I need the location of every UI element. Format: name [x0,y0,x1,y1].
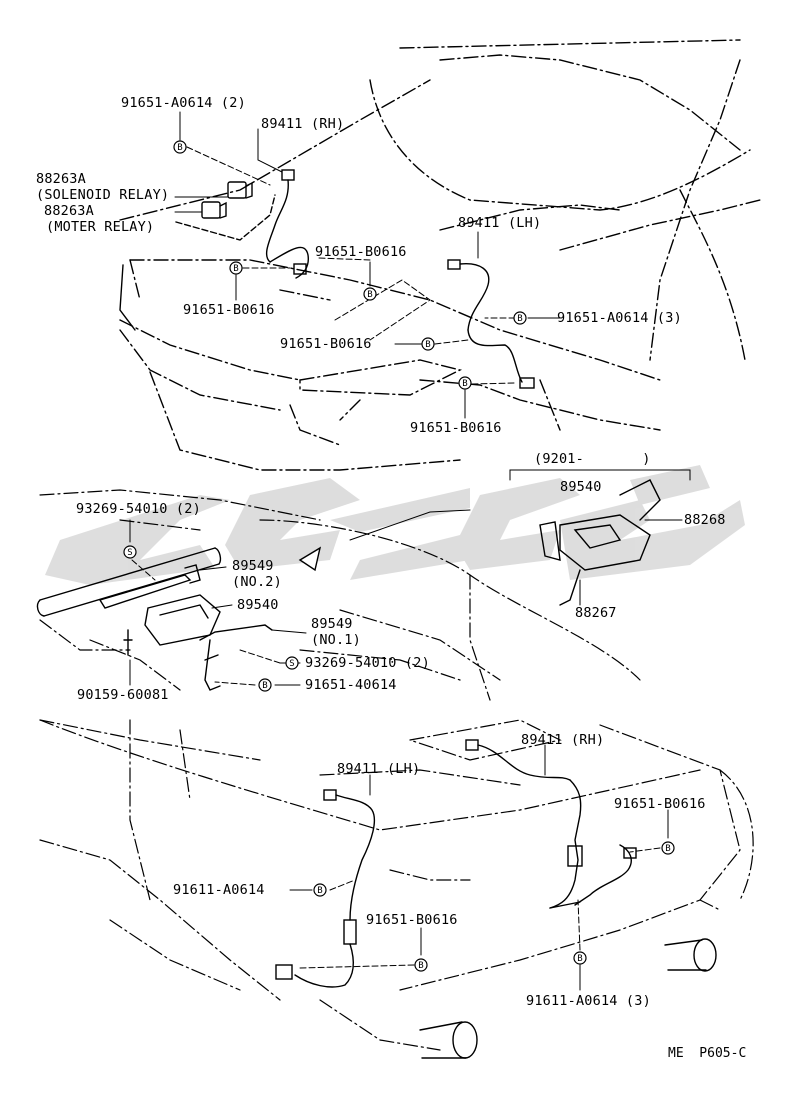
part-label-89411-rh-rear: 89411 (RH) [521,732,605,748]
rear-rh-sensor-head-icon [574,844,637,906]
svg-text:B: B [517,314,522,324]
part-label-93269-54010-bottom: 93269-54010 (2) [305,655,430,671]
bolt-marker-icon: B [313,883,327,897]
part-label-89411-lh-rear: 89411 (LH) [337,761,421,777]
screw-icon [123,629,133,656]
front-rh-speed-sensor-icon [266,169,310,279]
part-label-91651-b0616-b: 91651-B0616 [183,302,275,318]
part-label-88268: 88268 [684,512,726,528]
abs-actuator-icon [539,479,661,606]
svg-text:B: B [177,143,182,153]
part-label-88263a-moter: 88263A [44,203,94,219]
screw-marker-icon: S [123,545,137,559]
part-label-9201: (9201- ) [534,451,651,467]
svg-text:B: B [462,379,467,389]
bolt-marker-icon: B [573,951,587,965]
part-label-91651-b0616-rear-right: 91651-B0616 [614,796,706,812]
part-label-91651-b0616-a: 91651-B0616 [315,244,407,260]
part-label-89549-no2: 89549 [232,558,274,574]
svg-text:B: B [425,340,430,350]
part-label-91651-a0614-2: 91651-A0614 (2) [121,95,246,111]
part-label-93269-54010-top: 93269-54010 (2) [76,501,201,517]
part-label-88263a-solenoid: 88263A [36,171,86,187]
part-label-91651-b0616-d: 91651-B0616 [410,420,502,436]
part-label-88267: 88267 [575,605,617,621]
moter-relay-icon [201,201,227,219]
svg-text:B: B [665,844,670,854]
ecu-bracket-no1-icon [199,624,273,691]
svg-text:B: B [367,290,372,300]
bolt-marker-icon: B [661,841,675,855]
front-lh-speed-sensor-icon [447,259,535,389]
bolt-marker-icon: B [363,287,377,301]
svg-text:B: B [233,264,238,274]
svg-text:B: B [577,954,582,964]
ecu-group-bracket [509,469,691,481]
part-label-89411-rh-front: 89411 (RH) [261,116,345,132]
watermark-logo [45,465,745,585]
part-label-89540-ecu: 89540 [237,597,279,613]
svg-text:B: B [317,886,322,896]
part-name-moter-relay: (MOTER RELAY) [46,219,155,235]
ecu-icon [144,594,221,646]
part-label-91651-40614: 91651-40614 [305,677,397,693]
bolt-marker-icon: B [513,311,527,325]
part-label-89549-no1: 89549 [311,616,353,632]
screw-marker-icon: S [285,656,299,670]
bolt-marker-icon: B [173,140,187,154]
part-name-solenoid-relay: (SOLENOID RELAY) [36,187,170,203]
svg-text:S: S [289,659,294,669]
bolt-marker-icon: B [229,261,243,275]
bolt-marker-icon: B [421,337,435,351]
part-name-no1: (NO.1) [311,632,361,648]
svg-text:B: B [418,961,423,971]
part-label-91651-a0614-3: 91651-A0614 (3) [557,310,682,326]
exhaust-icon [419,938,717,1059]
ecu-bracket-no2-icon [36,547,222,617]
part-label-91611-a0614-left: 91611-A0614 [173,882,265,898]
diagram-code: ME P605-C [668,1046,747,1061]
rear-rh-speed-sensor-icon [465,739,583,909]
bolt-marker-icon: B [414,958,428,972]
bolt-marker-icon: B [458,376,472,390]
part-label-91651-b0616-c: 91651-B0616 [280,336,372,352]
part-label-89411-lh-front: 89411 (LH) [458,215,542,231]
part-label-89540-actuator: 89540 [560,479,602,495]
part-name-no2: (NO.2) [232,574,282,590]
svg-text:S: S [127,548,132,558]
svg-text:B: B [262,681,267,691]
front-vehicle-outline [119,39,751,471]
part-label-90159-60081: 90159-60081 [77,687,169,703]
part-label-91611-a0614-3: 91611-A0614 (3) [526,993,651,1009]
solenoid-relay-icon [227,181,253,199]
rear-lh-speed-sensor-icon [275,789,376,988]
part-label-91651-b0616-rear-center: 91651-B0616 [366,912,458,928]
bolt-marker-icon: B [258,678,272,692]
